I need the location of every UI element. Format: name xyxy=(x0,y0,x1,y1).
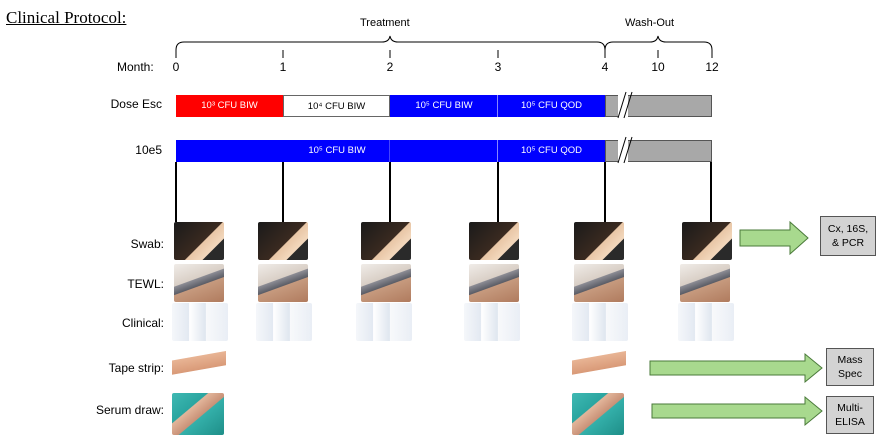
washout-header: Wash-Out xyxy=(625,17,674,29)
arrow-serum xyxy=(652,397,822,425)
e5-divider-b xyxy=(497,140,498,162)
arrow-tape xyxy=(650,354,822,382)
clinical-photo xyxy=(678,303,734,341)
dose-esc-seg-2: 10⁴ CFU BIW xyxy=(283,95,390,117)
proc-label-tewl: TEWL: xyxy=(44,277,164,291)
clinical-photo xyxy=(172,303,228,341)
dose-esc-seg-1: 10³ CFU BIW xyxy=(176,95,283,117)
proc-label-swab: Swab: xyxy=(44,237,164,251)
month-ticks xyxy=(176,50,712,58)
timeline-line-2 xyxy=(389,162,391,222)
arrow-swab xyxy=(740,222,808,254)
proc-label-clinical: Clinical: xyxy=(44,316,164,330)
month-10: 10 xyxy=(648,60,668,74)
swab-photo xyxy=(682,222,732,260)
dose-esc-divider xyxy=(497,95,498,117)
clinical-photo xyxy=(464,303,520,341)
swab-photo xyxy=(174,222,224,260)
dose-esc-seg-4: 10⁵ CFU QOD xyxy=(498,95,605,117)
treatment-brace xyxy=(176,36,605,50)
timeline-line-0 xyxy=(175,162,177,222)
tewl-photo xyxy=(258,264,308,302)
month-2: 2 xyxy=(380,60,400,74)
row-label-10e5: 10e5 xyxy=(72,143,162,157)
swab-photo xyxy=(258,222,308,260)
output-box-cx-16s-pcr: Cx, 16S, & PCR xyxy=(820,216,876,256)
output-line-2: ELISA xyxy=(835,416,865,428)
timeline-line-1 xyxy=(282,162,284,222)
e5-seg-1: 10⁵ CFU BIW xyxy=(176,140,498,162)
tewl-photo xyxy=(574,264,624,302)
tape-strip-photo xyxy=(172,346,226,384)
row-label-dose-esc: Dose Esc xyxy=(72,97,162,111)
clinical-photo xyxy=(572,303,628,341)
month-4: 4 xyxy=(595,60,615,74)
output-line-1: Multi- xyxy=(837,402,863,414)
tewl-photo xyxy=(174,264,224,302)
serum-draw-photo xyxy=(172,393,224,435)
month-1: 1 xyxy=(273,60,293,74)
break-marks xyxy=(612,88,642,168)
dose-esc-seg-3: 10⁵ CFU BIW xyxy=(390,95,498,117)
clinical-photo xyxy=(356,303,412,341)
month-0: 0 xyxy=(166,60,186,74)
swab-photo xyxy=(469,222,519,260)
treatment-header: Treatment xyxy=(360,17,410,29)
proc-label-tape-strip: Tape strip: xyxy=(44,361,164,375)
timeline-line-3 xyxy=(497,162,499,222)
tewl-photo xyxy=(361,264,411,302)
output-arrows xyxy=(650,222,822,425)
month-3: 3 xyxy=(488,60,508,74)
tewl-photo xyxy=(680,264,730,302)
timeline-line-4 xyxy=(604,162,606,222)
output-line-2: Spec xyxy=(838,368,862,380)
output-line-1: Mass xyxy=(837,354,862,366)
tape-strip-photo xyxy=(572,346,626,384)
output-line-1: Cx, 16S, xyxy=(828,223,868,235)
month-12: 12 xyxy=(702,60,722,74)
proc-label-serum-draw: Serum draw: xyxy=(44,403,164,417)
washout-brace xyxy=(605,36,712,50)
e5-divider-a xyxy=(389,140,390,162)
output-line-2: & PCR xyxy=(832,237,864,249)
clinical-photo xyxy=(256,303,312,341)
e5-seg-2: 10⁵ CFU QOD xyxy=(498,140,605,162)
output-box-multi-elisa: Multi- ELISA xyxy=(826,396,874,434)
tewl-photo xyxy=(469,264,519,302)
swab-photo xyxy=(361,222,411,260)
serum-draw-photo xyxy=(572,393,624,435)
swab-photo xyxy=(574,222,624,260)
timeline-line-12 xyxy=(710,162,712,222)
output-box-mass-spec: MassSpec xyxy=(826,348,874,386)
